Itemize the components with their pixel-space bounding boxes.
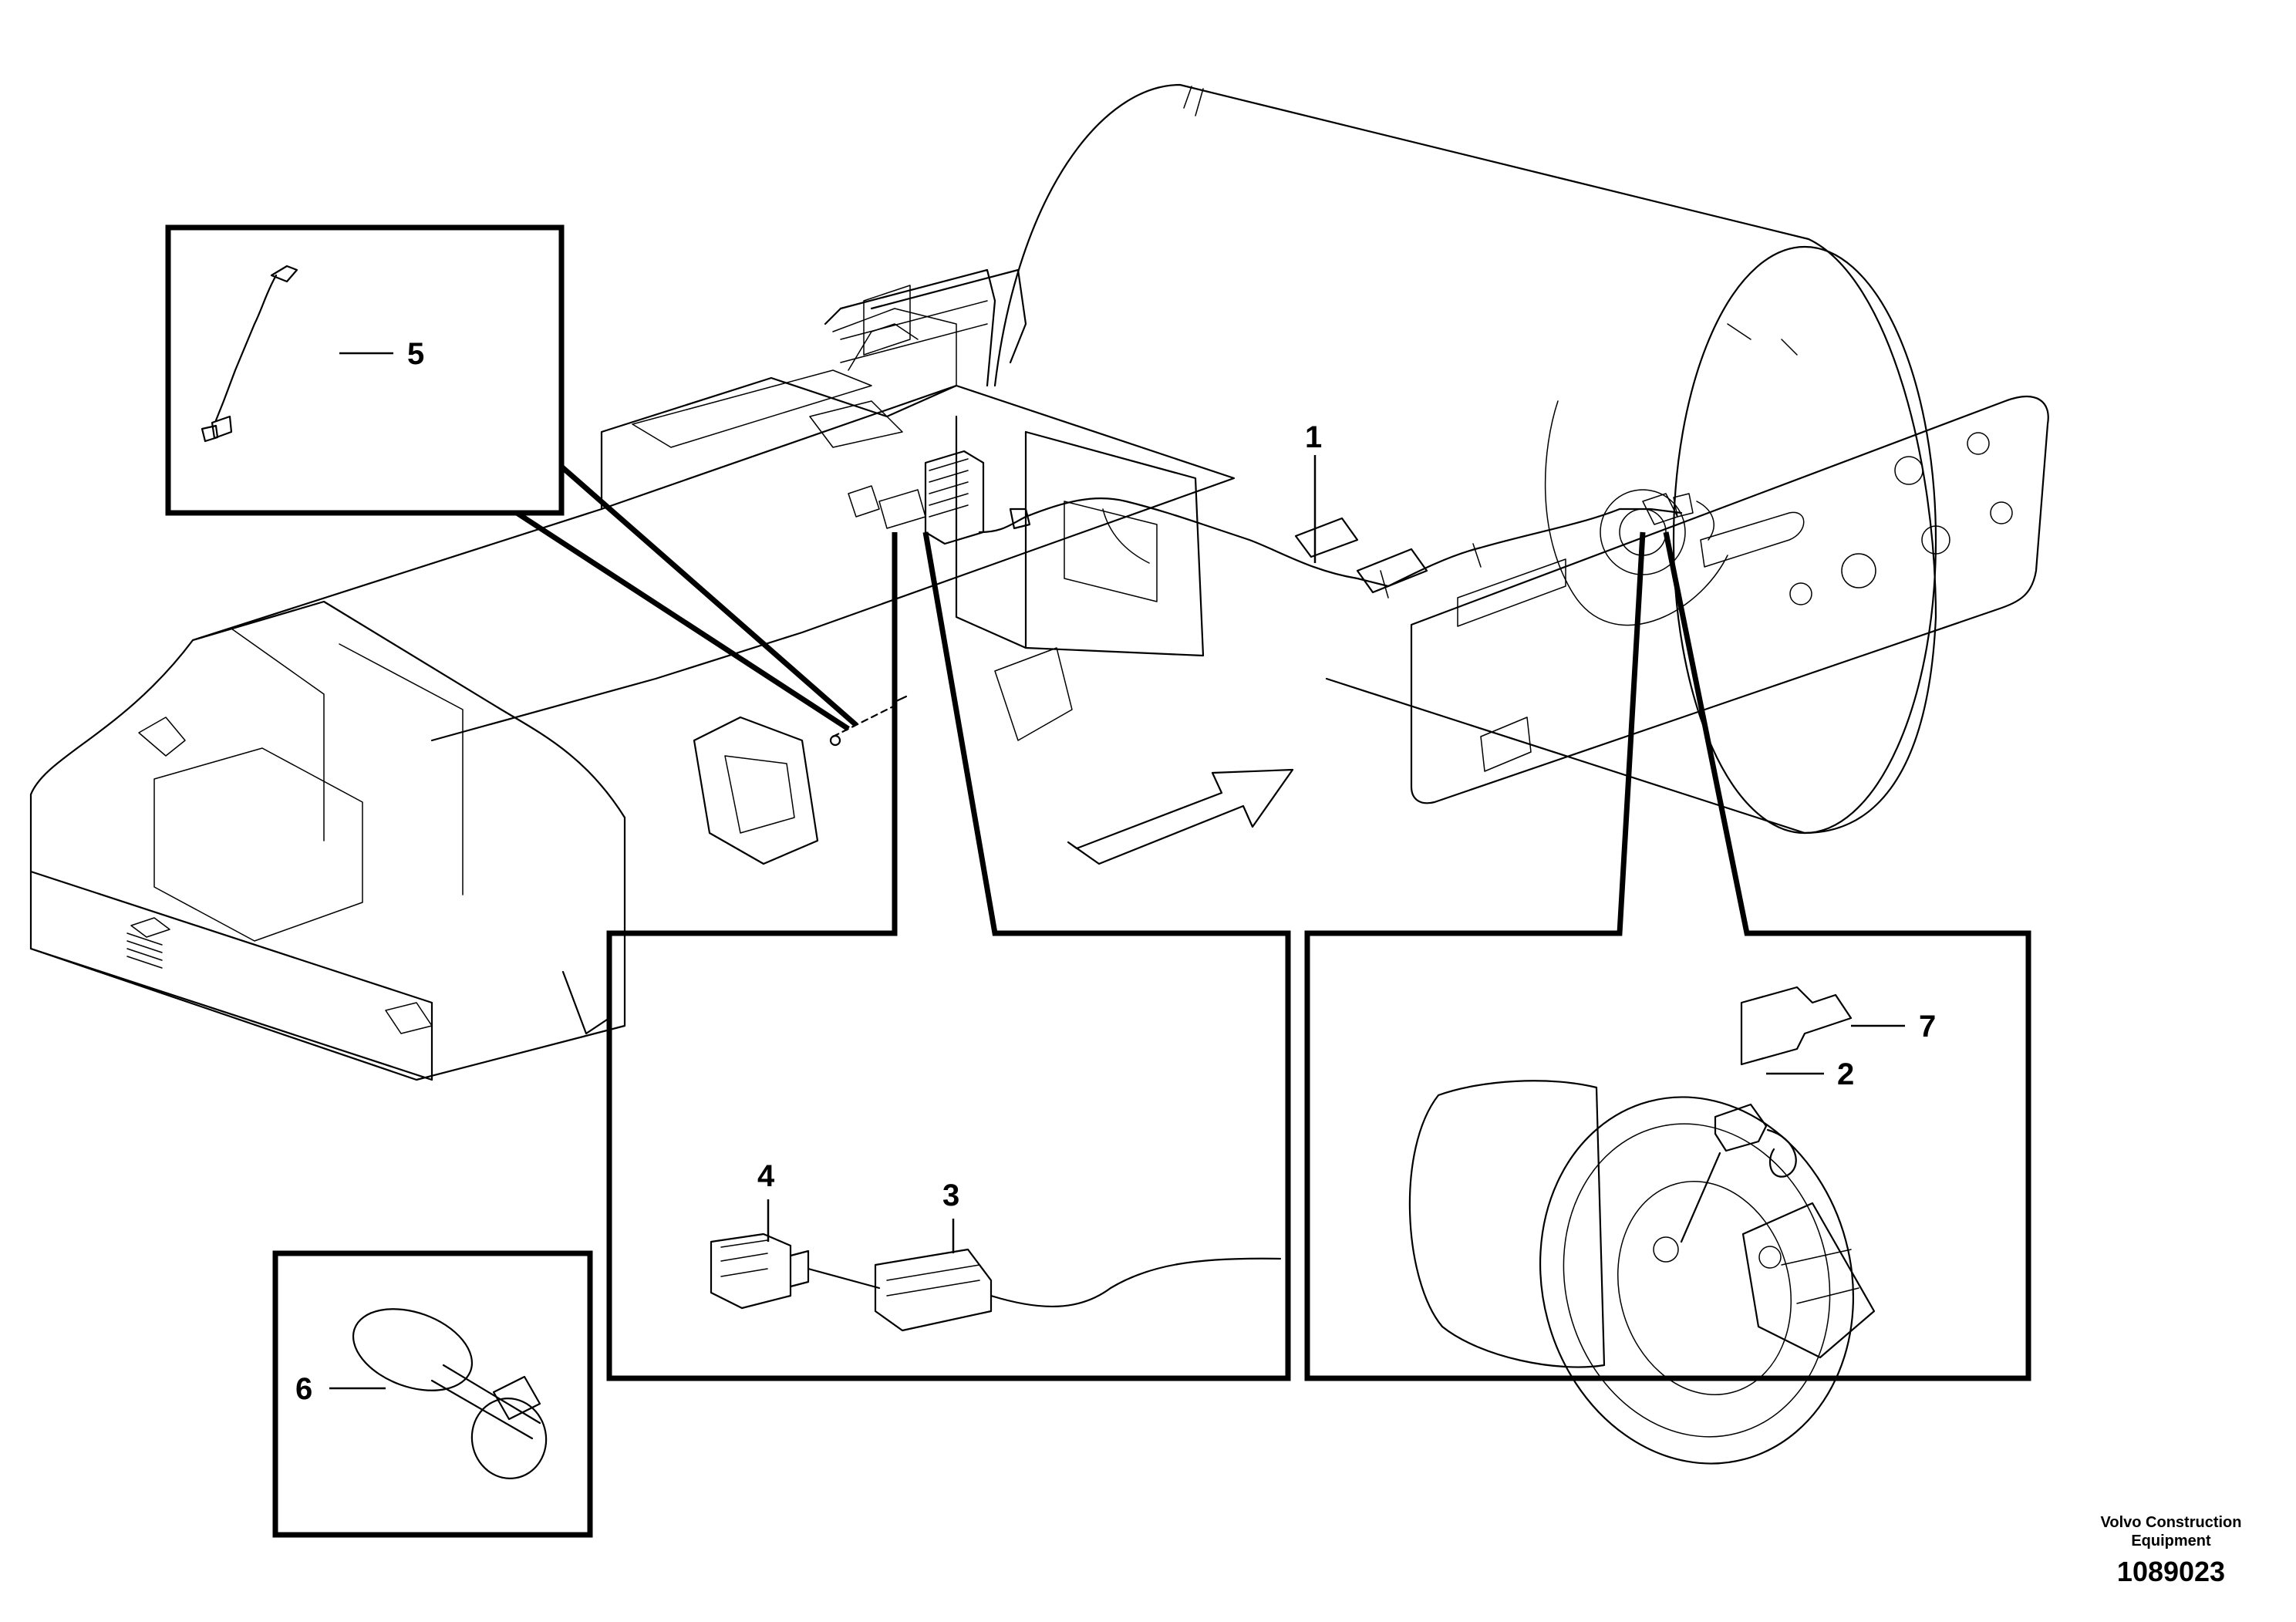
- detail-box-2-7: 7 2: [1304, 531, 2031, 1465]
- detail-box-5: 5: [165, 224, 565, 516]
- machine-frame: [29, 268, 1236, 1081]
- speed-sensor-with-cable: [201, 265, 298, 443]
- wire-harness: [978, 493, 1714, 599]
- detail-box-3-4: 4 3: [606, 531, 1291, 1381]
- cable-tie: [352, 1308, 548, 1479]
- detail-box-6: 6: [272, 1250, 593, 1538]
- callout-7: 7: [1919, 1010, 1936, 1044]
- connector-housing: [710, 1233, 810, 1310]
- drive-motor: [1408, 1080, 1876, 1465]
- callout-4: 4: [757, 1159, 775, 1193]
- compactor-drum: [993, 83, 1937, 835]
- brand-line-1: Volvo Construction: [2101, 1514, 2242, 1531]
- footer: Volvo Construction Equipment 1089023: [2101, 1514, 2242, 1587]
- drum-mount-plate: [1410, 396, 2049, 804]
- callout-1: 1: [1305, 420, 1322, 454]
- speed-sensor: [1680, 1103, 1797, 1243]
- vent-grille: [126, 932, 163, 969]
- brand-line-2: Equipment: [2131, 1533, 2211, 1549]
- callout-5: 5: [407, 337, 424, 371]
- sensor-bracket: [1740, 986, 1853, 1066]
- connector-plug: [874, 1248, 993, 1332]
- document-number: 1089023: [2117, 1556, 2225, 1587]
- callout-3: 3: [942, 1179, 959, 1212]
- direction-arrow-icon: [1067, 768, 1294, 865]
- control-unit: [848, 450, 985, 545]
- callout-6: 6: [295, 1372, 312, 1406]
- leader-5: [515, 464, 858, 731]
- callout-2: 2: [1837, 1057, 1854, 1091]
